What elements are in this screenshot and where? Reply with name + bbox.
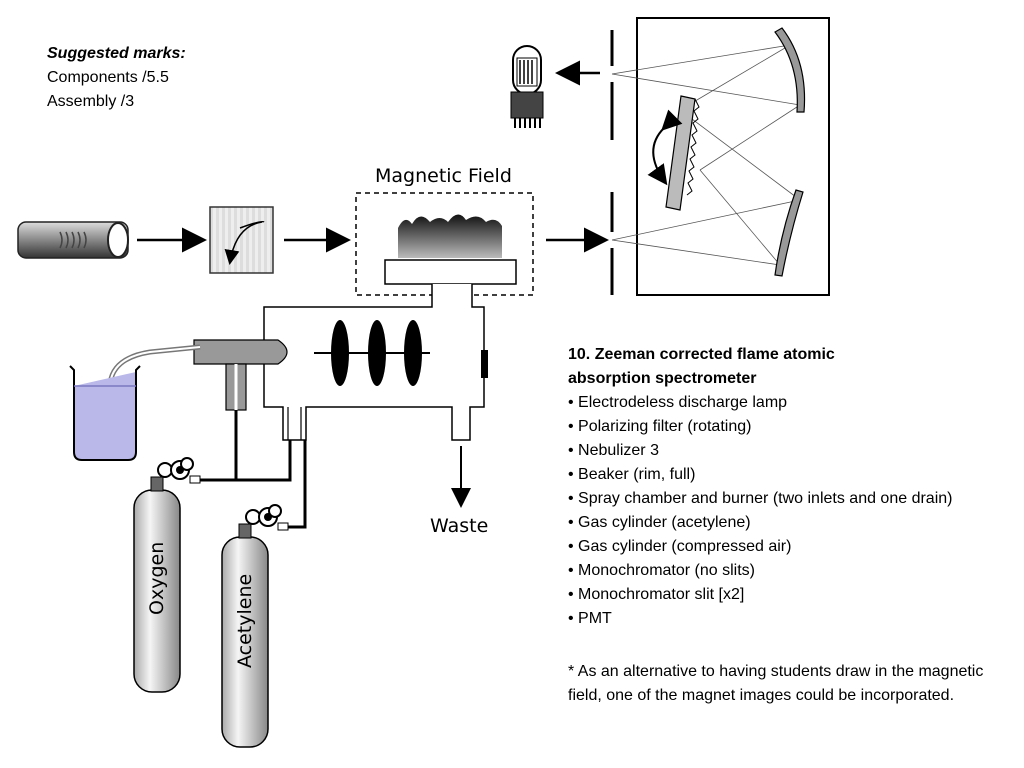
burner-head — [384, 259, 517, 285]
focusing-mirror — [774, 189, 804, 277]
marks-components: Components /5.5 — [47, 69, 169, 86]
pmt — [510, 45, 544, 128]
acetylene-cylinder — [221, 504, 289, 748]
list-item: PMT — [568, 607, 1018, 631]
rotation-arrow — [647, 109, 683, 186]
beaker — [69, 365, 141, 461]
list-item: Monochromator slit [x2] — [568, 583, 1018, 607]
list-item: Gas cylinder (acetylene) — [568, 511, 1018, 535]
collimating-mirror — [774, 27, 806, 113]
marks-assembly: Assembly /3 — [47, 93, 135, 110]
acetylene-line — [284, 440, 307, 529]
suggested-marks: Suggested marks: Components /5.5 Assembl… — [47, 42, 186, 114]
flame — [398, 214, 502, 258]
oxygen-label: Oxygen — [146, 542, 168, 615]
list-item: Beaker (rim, full) — [568, 463, 1018, 487]
list-item: Nebulizer 3 — [568, 439, 1018, 463]
nebulizer — [193, 339, 288, 411]
list-item: Spray chamber and burner (two inlets and… — [568, 487, 1018, 511]
discharge-lamp — [17, 221, 129, 259]
question-panel: 10. Zeeman corrected flame atomic absorp… — [568, 343, 1018, 631]
question-title-line2: absorption spectrometer — [568, 370, 757, 387]
monochromator — [610, 17, 830, 296]
magnetic-field-label: Magnetic Field — [375, 165, 512, 187]
impact-bead-spoilers — [314, 320, 430, 386]
waste-label: Waste — [430, 515, 488, 537]
oxygen-line — [193, 410, 238, 482]
marks-title: Suggested marks: — [47, 45, 186, 62]
oxygen-cylinder — [133, 457, 201, 693]
magnetic-field-box — [355, 192, 534, 296]
list-item: Monochromator (no slits) — [568, 559, 1018, 583]
acetylene-label: Acetylene — [234, 574, 256, 668]
chamber-plug — [481, 350, 488, 378]
alternative-note: * As an alternative to having students d… — [568, 663, 984, 704]
polarizing-filter — [209, 206, 274, 274]
list-item: Polarizing filter (rotating) — [568, 415, 1018, 439]
component-list: Electrodeless discharge lamp Polarizing … — [568, 391, 1018, 631]
question-title-line1: 10. Zeeman corrected flame atomic — [568, 346, 835, 363]
list-item: Electrodeless discharge lamp — [568, 391, 1018, 415]
list-item: Gas cylinder (compressed air) — [568, 535, 1018, 559]
